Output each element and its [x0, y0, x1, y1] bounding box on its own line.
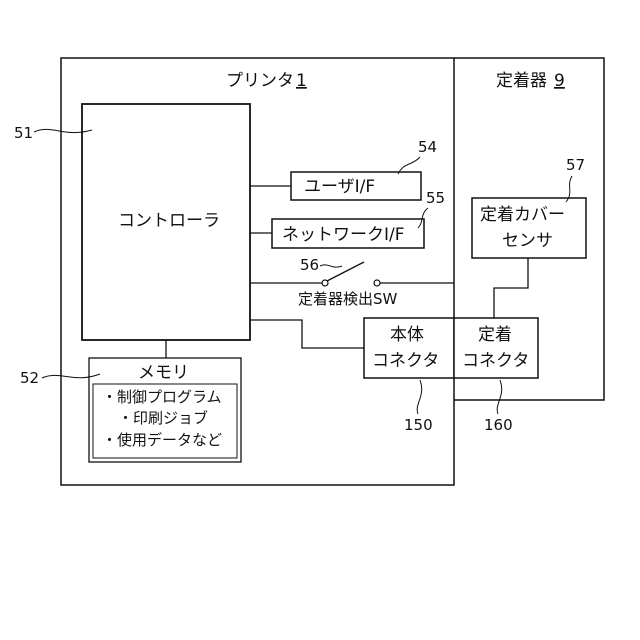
controller-connector-line	[250, 320, 364, 348]
switch-lever	[327, 262, 364, 281]
memory-item-2: ・印刷ジョブ	[118, 409, 208, 427]
fuser-connector-line2: コネクタ	[462, 351, 529, 371]
memory-item-1: ・制御プログラム	[102, 388, 222, 406]
body-connector-ref: 150	[404, 416, 433, 434]
controller-ref: 51	[14, 124, 33, 142]
network-if-label: ネットワークI/F	[282, 225, 405, 245]
fuser-connector-line1: 定着	[478, 325, 512, 345]
user-if-label: ユーザI/F	[304, 177, 375, 197]
printer-title: プリンタ	[226, 71, 294, 91]
switch-label: 定着器検出SW	[298, 290, 398, 308]
fuser-number: 9	[554, 71, 565, 91]
cover-sensor-ref: 57	[566, 156, 585, 174]
memory-ref: 52	[20, 369, 39, 387]
memory-item-3: ・使用データなど	[102, 431, 222, 449]
switch-leader	[320, 265, 342, 267]
body-connector-leader	[417, 380, 422, 414]
sensor-connector-line	[494, 258, 528, 318]
fuser-title: 定着器	[496, 71, 547, 91]
cover-sensor-line2: センサ	[502, 231, 553, 251]
controller-label: コントローラ	[118, 211, 220, 231]
user-if-ref: 54	[418, 138, 437, 156]
printer-number: 1	[296, 71, 307, 91]
fuser-connector-ref: 160	[484, 416, 513, 434]
body-connector-line1: 本体	[390, 325, 424, 345]
network-if-ref: 55	[426, 189, 445, 207]
memory-label: メモリ	[138, 363, 189, 383]
fuser-connector-leader	[497, 380, 502, 414]
body-connector-line2: コネクタ	[372, 351, 439, 371]
switch-contact-right	[374, 280, 380, 286]
cover-sensor-line1: 定着カバー	[480, 205, 565, 225]
switch-ref: 56	[300, 256, 319, 274]
